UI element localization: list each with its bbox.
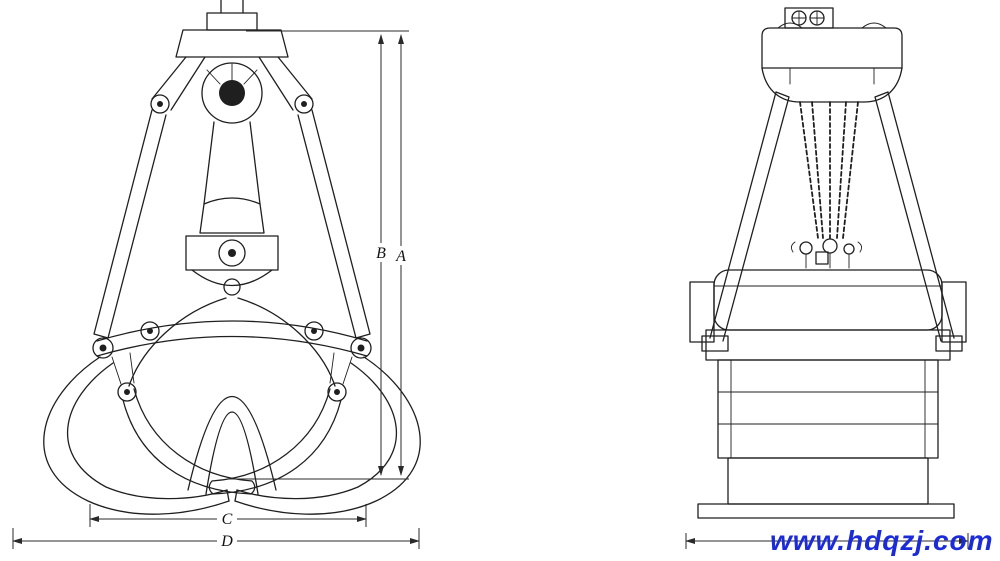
hoist-housing <box>761 22 903 103</box>
dimension-label-b: B <box>376 245 386 262</box>
head-pulley <box>150 56 314 124</box>
center-crosshead <box>185 121 279 296</box>
dimension-label-a: A <box>395 248 406 265</box>
rigging-hardware <box>790 238 863 269</box>
ring-beam <box>92 320 372 402</box>
front-view-grab-drawing <box>43 0 421 515</box>
hoist-motor <box>784 7 834 29</box>
support-legs <box>701 91 963 352</box>
extension-lines-d <box>12 528 420 549</box>
suspension-shackle <box>175 0 289 58</box>
dimension-label-c: C <box>222 511 233 528</box>
dimension-label-d: D <box>220 533 233 550</box>
grab-body <box>689 269 967 519</box>
grab-tines <box>43 297 421 515</box>
side-view-grab-drawing <box>689 7 967 519</box>
side-arms <box>93 109 371 339</box>
dimension-annotations: B A C D <box>12 30 969 550</box>
extension-lines-c <box>89 504 367 527</box>
lifting-chains <box>799 101 859 239</box>
watermark-url: www.hdqzj.com <box>770 525 994 556</box>
